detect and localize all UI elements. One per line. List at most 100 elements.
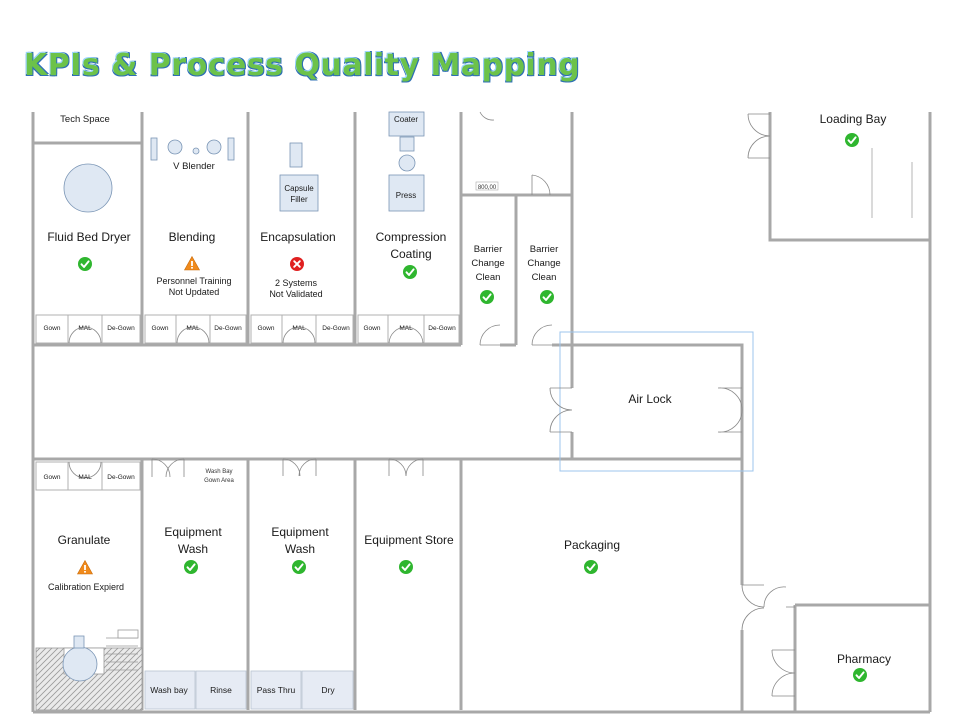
room-name: Clean	[532, 272, 557, 283]
ok-status-icon	[539, 289, 555, 305]
ok-status-icon	[583, 559, 599, 575]
ok-status-icon	[183, 559, 199, 575]
room-pharmacy[interactable]: Pharmacy	[837, 652, 891, 683]
room-name: Packaging	[564, 538, 620, 552]
room-name: Granulate	[58, 533, 111, 547]
room-name: Wash	[178, 542, 208, 556]
room-name: Wash	[285, 542, 315, 556]
room-name: Change	[471, 258, 504, 269]
room-name: Coating	[390, 247, 431, 261]
mal-label: MAL	[78, 474, 92, 481]
coater-neck	[399, 136, 415, 152]
room-fluid-bed-dryer[interactable]: Fluid Bed Dryer	[47, 230, 131, 272]
fluid-bed-dryer-vessel	[63, 163, 113, 213]
gown-label: Gown	[152, 325, 169, 332]
degown-label: De-Gown	[107, 474, 135, 481]
room-compression-coating[interactable]: Coater Press Compression Coating	[376, 115, 447, 280]
warning-status-icon	[77, 560, 93, 575]
warning-status-icon	[184, 256, 200, 271]
granulate-door-swing	[68, 461, 102, 479]
equipment-label: Coater	[394, 115, 418, 124]
gown-strip-granulate	[35, 461, 141, 491]
room-encapsulation[interactable]: Capsule Filler Encapsulation 2 Systems N…	[260, 184, 335, 299]
room-name: Air Lock	[628, 392, 672, 406]
room-barrier-change-clean-2[interactable]: Barrier Change Clean	[527, 244, 561, 305]
gown-label: Gown	[44, 325, 61, 332]
degown-label: De-Gown	[107, 325, 135, 332]
status-note: Not Validated	[269, 289, 322, 299]
ok-status-icon	[402, 264, 418, 280]
room-name: Compression	[376, 230, 447, 244]
corridor-door-swings	[151, 111, 796, 697]
mal-label: MAL	[186, 325, 200, 332]
tech-space-label: Tech Space	[60, 114, 110, 125]
room-name: Equipment Store	[364, 533, 454, 547]
sub-area-label: Wash bay	[150, 685, 188, 695]
room-equipment-store[interactable]: Equipment Store	[364, 533, 454, 575]
ok-status-icon	[844, 132, 860, 148]
area-note: Wash Bay	[205, 469, 232, 475]
room-air-lock[interactable]: Air Lock	[628, 392, 672, 406]
capsule-filler-body	[279, 174, 319, 212]
room-name: Equipment	[164, 525, 222, 539]
room-name: Pharmacy	[837, 652, 891, 666]
gown-door-swings-top	[68, 326, 424, 344]
press-machine	[388, 174, 425, 212]
equipment-label: V Blender	[173, 161, 215, 172]
granulate-equipment	[35, 629, 143, 711]
coater-machine	[388, 111, 425, 137]
ok-status-icon	[852, 667, 868, 683]
capsule-filler-top	[289, 142, 303, 168]
v-blender-part	[150, 137, 158, 161]
room-equipment-wash-1[interactable]: Wash Bay Gown Area Equipment Wash Wash b…	[150, 469, 234, 695]
degown-label: De-Gown	[214, 325, 242, 332]
status-note: Calibration Expierd	[48, 582, 124, 592]
ok-status-icon	[77, 256, 93, 272]
press-top	[398, 154, 416, 172]
room-name: Equipment	[271, 525, 329, 539]
degown-label: De-Gown	[428, 325, 456, 332]
room-name: Loading Bay	[820, 112, 887, 126]
gown-label: Gown	[364, 325, 381, 332]
loading-bay-partition	[871, 148, 913, 218]
ok-status-icon	[479, 289, 495, 305]
room-name: Blending	[169, 230, 216, 244]
room-equipment-wash-2[interactable]: Equipment Wash Pass Thru Dry	[257, 525, 336, 695]
mal-label: MAL	[399, 325, 413, 332]
equipment-label: Press	[396, 191, 416, 200]
gown-label: Gown	[258, 325, 275, 332]
sub-area-label: Rinse	[210, 685, 232, 695]
sub-area-label: Dry	[321, 685, 335, 695]
mal-label: MAL	[78, 325, 92, 332]
air-lock-frame	[559, 331, 754, 472]
wash-sub-areas	[144, 670, 354, 710]
room-name: Barrier	[474, 244, 503, 255]
equipment-label: Capsule	[284, 184, 314, 193]
sub-area-label: Pass Thru	[257, 685, 296, 695]
room-granulate[interactable]: Granulate Calibration Expierd	[48, 533, 124, 592]
status-note: Personnel Training	[156, 276, 231, 286]
door-tag: 800,00	[478, 185, 497, 191]
room-name: Clean	[476, 272, 501, 283]
room-name: Change	[527, 258, 560, 269]
equipment-label: Filler	[290, 195, 308, 204]
mal-label: MAL	[292, 325, 306, 332]
degown-label: De-Gown	[322, 325, 350, 332]
area-note: Gown Area	[204, 478, 234, 484]
v-blender-part	[227, 137, 235, 161]
v-blender-part	[206, 139, 222, 155]
page-title: KPIs & Process Quality Mapping	[24, 48, 581, 83]
gown-strips-top	[35, 314, 460, 344]
floor-plan: Gown MAL De-Gown Gown MAL De-Gown Gown M…	[31, 111, 932, 714]
ok-status-icon	[398, 559, 414, 575]
room-blending[interactable]: V Blender Blending Personnel Training No…	[156, 161, 231, 297]
v-blender-part	[192, 147, 200, 155]
room-name: Fluid Bed Dryer	[47, 230, 130, 244]
gown-label: Gown	[44, 474, 61, 481]
room-name: Barrier	[530, 244, 559, 255]
room-loading-bay[interactable]: Loading Bay	[820, 112, 887, 148]
room-packaging[interactable]: Packaging	[564, 538, 620, 575]
room-name: Encapsulation	[260, 230, 335, 244]
room-barrier-change-clean-1[interactable]: Barrier Change Clean	[471, 244, 505, 305]
v-blender-part	[167, 139, 183, 155]
